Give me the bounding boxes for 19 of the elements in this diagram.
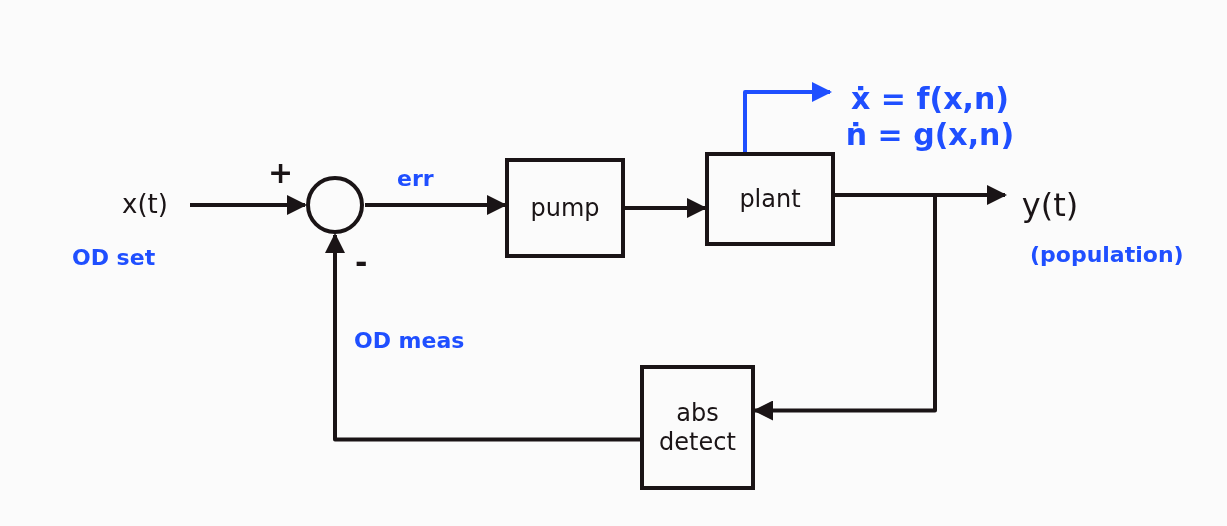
signal-note: OD set: [72, 245, 156, 270]
signal-label: y(t): [1021, 185, 1079, 225]
arrow: [365, 195, 507, 215]
sign-label: -: [355, 245, 368, 280]
block-label: plant: [739, 184, 801, 214]
arrow: [325, 233, 640, 442]
equation: ẋ = f(x,n): [851, 81, 1009, 117]
signal-note: (population): [1030, 242, 1184, 267]
equation: ṅ = g(x,n): [845, 117, 1015, 153]
arrow: [190, 195, 307, 215]
signal-label: x(t): [122, 189, 168, 221]
block-box: [640, 365, 755, 490]
sign-label: +: [268, 155, 294, 190]
block-label: pump: [530, 193, 600, 223]
arrow: [625, 198, 707, 218]
arrow: [743, 82, 832, 152]
block-box: [705, 152, 835, 246]
block-box: [505, 158, 625, 258]
block-label: abs detect: [658, 398, 737, 457]
